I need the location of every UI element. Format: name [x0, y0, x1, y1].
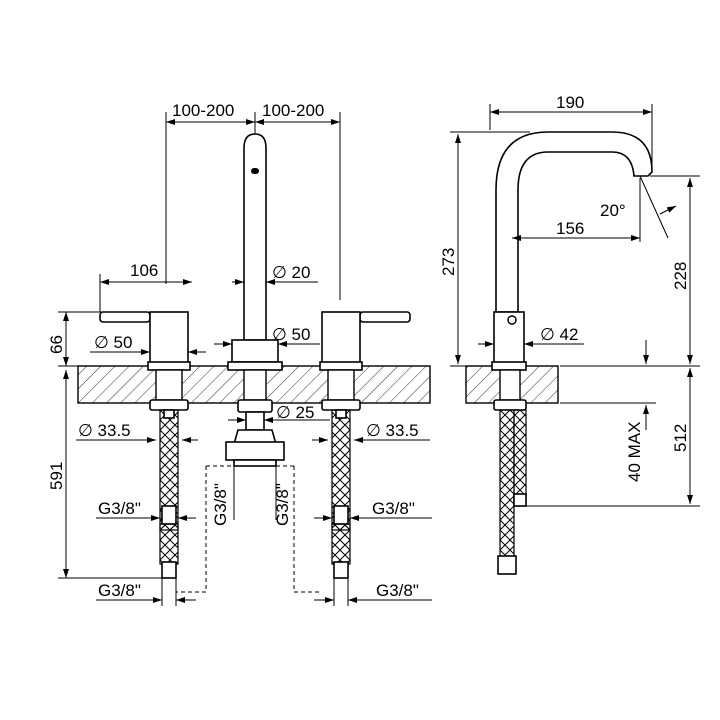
front-view: 100-200 100-200 106 ∅ 20 66 ∅ 50 ∅ 50 ∅ …	[47, 101, 432, 606]
dim-side-height: 273	[439, 248, 458, 276]
supply-dashed-outline	[176, 465, 320, 593]
dim-g-mid-right: G3/8"	[273, 483, 292, 526]
side-view: 190 273 20° 156 228 ∅ 42 40 MAX 512	[439, 93, 700, 575]
spout	[225, 133, 285, 467]
dim-handle-height: 66	[47, 335, 66, 354]
dim-spout-conn-dia: ∅ 25	[276, 403, 314, 422]
dim-g-left-upper: G3/8"	[98, 499, 141, 518]
left-mixer	[99, 311, 191, 579]
dim-g-right-upper: G3/8"	[372, 499, 415, 518]
dim-g-left-lower: G3/8"	[98, 581, 141, 600]
dim-spout-dia: ∅ 20	[272, 263, 310, 282]
dim-side-reach: 190	[556, 93, 584, 112]
dim-spout-base-dia: ∅ 50	[272, 325, 310, 344]
dim-side-angle: 20°	[600, 201, 626, 220]
dim-spacing-right: 100-200	[262, 101, 324, 120]
dim-side-spout-projection: 156	[556, 219, 584, 238]
dim-side-hose: 512	[671, 424, 690, 452]
dim-spacing-left: 100-200	[172, 101, 234, 120]
right-mixer	[319, 311, 411, 579]
dim-right-shank-dia: ∅ 33.5	[366, 421, 419, 440]
dim-g-right-lower: G3/8"	[376, 581, 419, 600]
dim-side-outlet-height: 228	[671, 262, 690, 290]
dim-side-body-dia: ∅ 42	[540, 325, 578, 344]
dim-total-hose: 591	[47, 462, 66, 490]
dim-handle-body-dia: ∅ 50	[94, 333, 132, 352]
dim-g-mid-left: G3/8"	[211, 483, 230, 526]
dim-handle-reach: 106	[130, 261, 158, 280]
dim-left-shank-dia: ∅ 33.5	[78, 421, 131, 440]
dim-side-counter-max: 40 MAX	[625, 422, 644, 482]
